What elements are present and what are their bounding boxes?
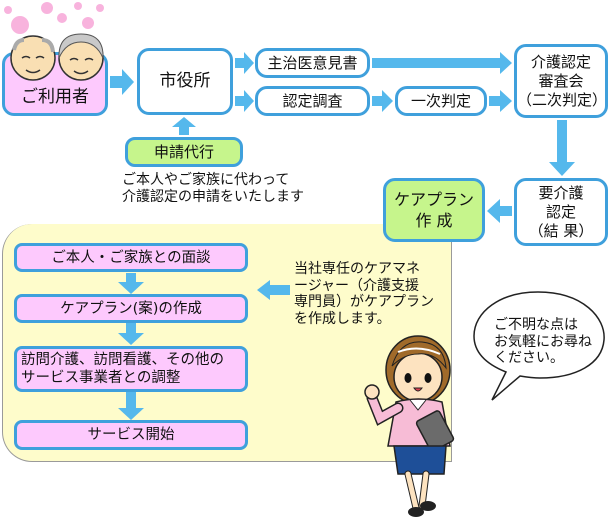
care-plan-line1: ケアプラン bbox=[393, 190, 474, 209]
care-level-line1: 要介護 bbox=[538, 183, 584, 202]
care-level-line3: （結 果） bbox=[528, 221, 594, 240]
user-label: ご利用者 bbox=[21, 87, 89, 107]
application-proxy-label: 申請代行 bbox=[153, 142, 214, 161]
step-coordination-label: 訪問介護、訪問看護、その他の サービス事業者との調整 bbox=[21, 352, 224, 386]
elderly-couple-icon bbox=[10, 33, 104, 81]
primary-judgment-label: 一次判定 bbox=[410, 91, 471, 110]
doctor-opinion-box: 主治医意見書 bbox=[255, 48, 370, 78]
review-board-line3: （二次判定） bbox=[517, 90, 608, 109]
care-level-line2: 認定 bbox=[545, 202, 576, 221]
primary-judgment-box: 一次判定 bbox=[395, 86, 487, 116]
step-service-start: サービス開始 bbox=[14, 420, 248, 450]
step-interview-label: ご本人・ご家族との面談 bbox=[51, 249, 211, 266]
doctor-opinion-label: 主治医意見書 bbox=[267, 53, 358, 72]
flowers-decoration-icon bbox=[4, 2, 104, 44]
review-board-line2: 審査会 bbox=[538, 71, 584, 90]
city-hall-label: 市役所 bbox=[159, 71, 211, 91]
step-service-start-label: サービス開始 bbox=[87, 427, 175, 443]
step-draft-plan: ケアプラン(案)の作成 bbox=[14, 294, 248, 323]
care-plan-line2: 作 成 bbox=[415, 211, 453, 230]
care-manager-illustration-icon bbox=[364, 335, 455, 517]
step-draft-plan-label: ケアプラン(案)の作成 bbox=[60, 300, 202, 317]
review-board-line1: 介護認定 bbox=[530, 52, 591, 71]
application-proxy-note: ご本人やご家族に代わって 介護認定の申請をいたします bbox=[122, 172, 304, 205]
speech-bubble-icon bbox=[473, 291, 605, 401]
city-hall-box: 市役所 bbox=[137, 48, 233, 115]
step-interview: ご本人・ご家族との面談 bbox=[14, 243, 248, 272]
certification-survey-label: 認定調査 bbox=[282, 91, 343, 110]
certification-survey-box: 認定調査 bbox=[255, 86, 370, 116]
care-plan-creation-box: ケアプラン 作 成 bbox=[383, 178, 485, 242]
speech-bubble-text: ご不明な点は お気軽にお尋ね ください。 bbox=[494, 317, 592, 366]
care-manager-note: 当社専任のケアマネ ージャー（介護支援 専門員）がケアプラン を作成します。 bbox=[294, 261, 434, 327]
care-level-result-box: 要介護 認定 （結 果） bbox=[514, 178, 608, 246]
application-proxy-box: 申請代行 bbox=[125, 137, 243, 167]
step-coordination: 訪問介護、訪問看護、その他の サービス事業者との調整 bbox=[14, 346, 248, 392]
review-board-box: 介護認定 審査会 （二次判定） bbox=[514, 44, 608, 118]
